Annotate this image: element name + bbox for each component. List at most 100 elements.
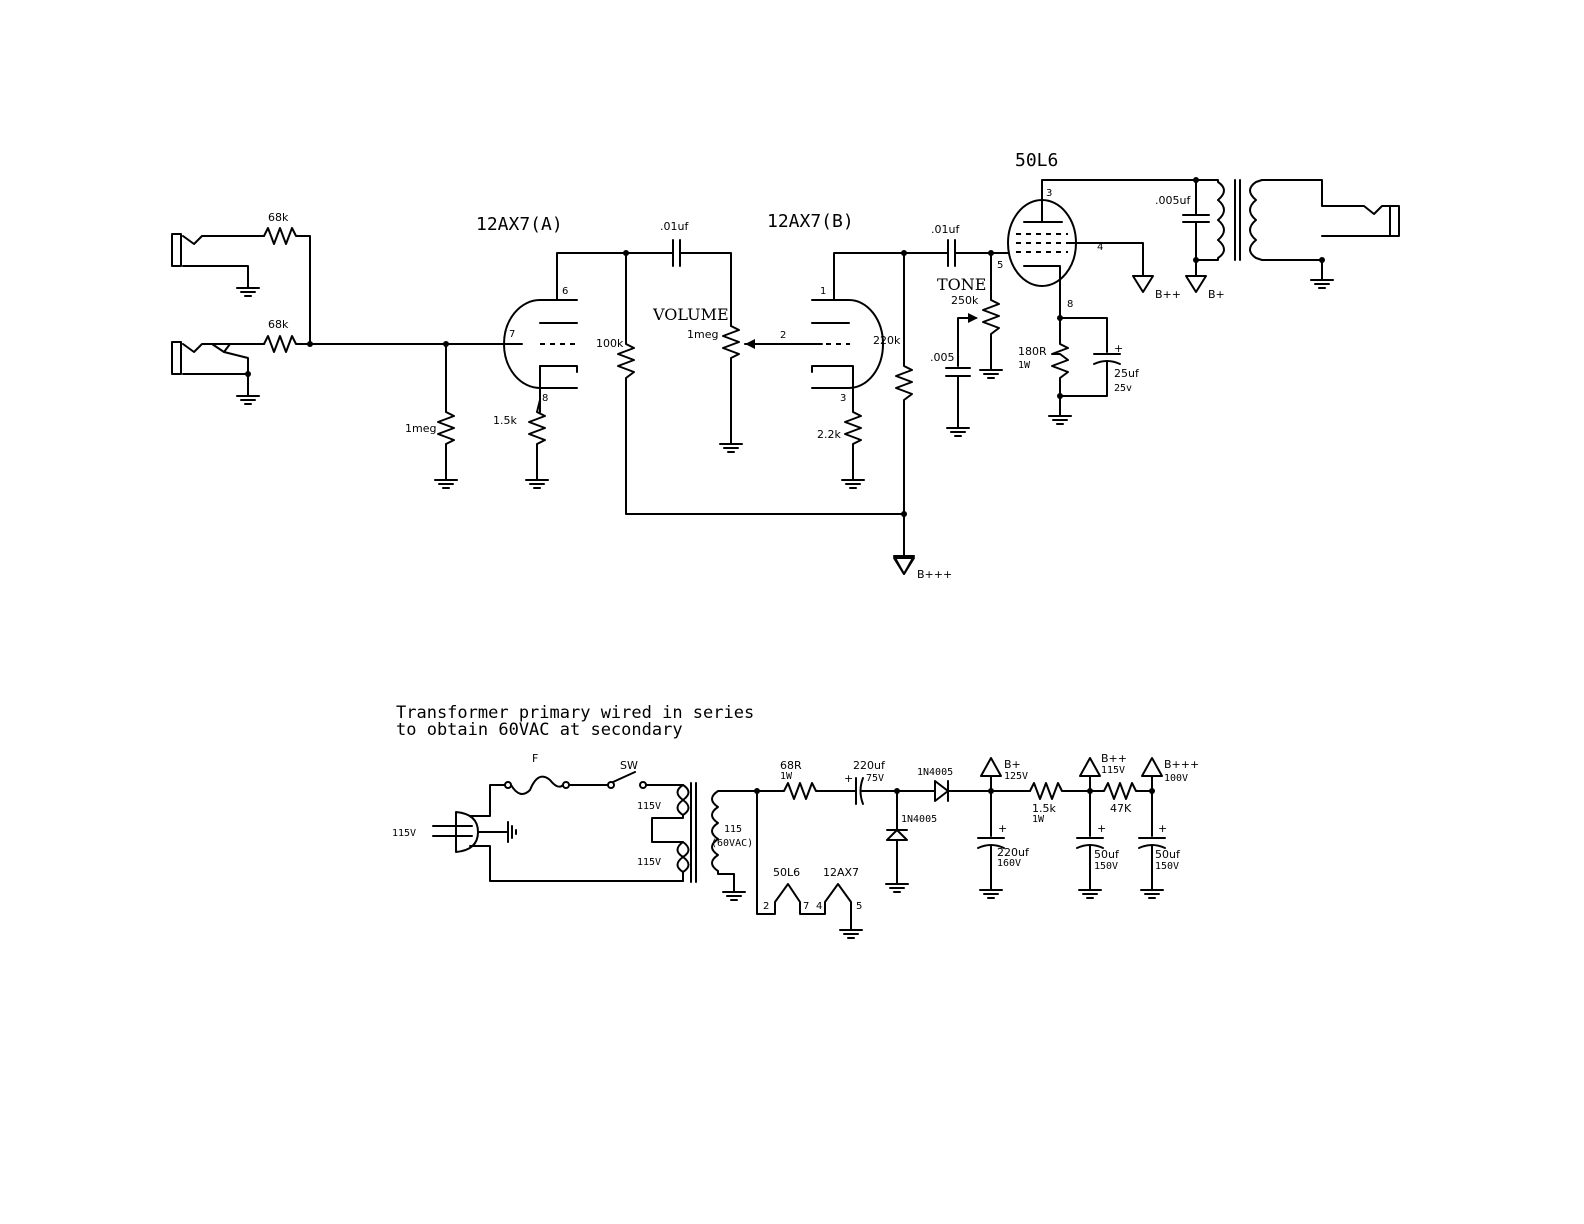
rectifier-chain: 68R 1W + 220uf 75V 1N4005 1N4005 <box>756 759 1031 893</box>
tube-label-12ax7a: 12AX7(A) <box>476 214 563 235</box>
label-diode2: 1N4005 <box>901 814 937 825</box>
note-line-2: to obtain 60VAC at secondary <box>396 720 683 740</box>
label-switch: SW <box>620 759 638 772</box>
resistor-68r <box>756 782 856 800</box>
power-transformer: 115V 115V 115 (60VAC) <box>637 782 758 901</box>
resistor-47k-ps <box>1089 782 1153 800</box>
tube-50l6: 50L6 3 4 5 8 B++ <box>997 150 1197 319</box>
label-r-in2: 68k <box>268 318 289 331</box>
pin-h2: 2 <box>763 901 769 912</box>
label-plus-c3: + <box>1158 822 1167 835</box>
label-r-ps1-w: 1W <box>780 771 793 782</box>
pin-2: 2 <box>780 330 786 341</box>
pin-8: 8 <box>542 393 548 404</box>
resistor-68k-2 <box>263 335 311 353</box>
label-bppp-v: 100V <box>1164 773 1188 784</box>
label-r-plate-a: 100k <box>596 337 624 350</box>
label-plus-cin: + <box>844 772 853 785</box>
resistor-1.5k-cathode <box>528 399 546 477</box>
label-bp-node: B+ <box>1004 758 1021 771</box>
resistor-68k-1 <box>263 227 311 345</box>
label-diode1: 1N4005 <box>917 767 953 778</box>
tube-12ax7-a: 12AX7(A) 6 7 8 1.5k <box>476 214 627 489</box>
filter-bplus: B+ 125V + 220uf 160V <box>977 757 1030 899</box>
label-bppp-node: B+++ <box>1164 758 1199 771</box>
label-c-ot: .005uf <box>1155 194 1191 207</box>
label-c-ps2-v: 150V <box>1094 861 1118 872</box>
input-jacks: 68k 68k 1meg <box>171 211 523 489</box>
pin-1: 1 <box>820 286 826 297</box>
label-c-ps3-v: 150V <box>1155 861 1179 872</box>
label-plus-c1: + <box>998 822 1007 835</box>
pin-6: 6 <box>562 286 568 297</box>
label-c-cath: 25uf <box>1114 367 1140 380</box>
label-bpp-screen: B++ <box>1155 288 1181 301</box>
filter-bplusplusplus: B+++ 100V + 50uf 150V <box>1138 757 1199 899</box>
label-c-ps3: 50uf <box>1155 848 1181 861</box>
label-bp-v: 125V <box>1004 771 1028 782</box>
filter-bplusplus: B++ 115V + 50uf 150V <box>1076 752 1127 899</box>
label-c-couple-b: .01uf <box>931 223 960 236</box>
input-jack-2 <box>171 341 265 405</box>
tube-label-50l6: 50L6 <box>1015 150 1058 171</box>
label-volume: VOLUME <box>652 305 729 324</box>
label-r-ps2-w: 1W <box>1032 814 1045 825</box>
label-heater-12ax7: 12AX7 <box>823 866 859 879</box>
label-pri1: 115V <box>637 801 661 812</box>
tone-pot: TONE 250k .005 <box>930 252 1003 437</box>
resistor-1meg-grid <box>437 343 455 477</box>
label-r-cath-a: 1.5k <box>493 414 517 427</box>
label-mains-v: 115V <box>392 828 416 839</box>
pin-h5: 5 <box>856 901 862 912</box>
label-r-in1: 68k <box>268 211 289 224</box>
capacitor-couple-a: .01uf <box>625 220 732 327</box>
pin-w5: 5 <box>997 260 1003 271</box>
label-bpp-v: 115V <box>1101 765 1125 776</box>
pin-w4: 4 <box>1097 242 1103 253</box>
output-transformer: .005uf B+ <box>1155 177 1400 301</box>
label-sec: 115 <box>724 824 742 835</box>
resistor-220k-plate <box>895 252 913 557</box>
input-jack-1 <box>171 233 265 297</box>
tube-label-12ax7b: 12AX7(B) <box>767 211 854 232</box>
label-c-ps1: 220uf <box>997 846 1030 859</box>
pin-h7: 7 <box>803 901 809 912</box>
label-tone: TONE <box>937 275 986 294</box>
label-fuse: F <box>532 752 538 765</box>
label-r-cath-b: 2.2k <box>817 428 841 441</box>
resistor-180r-cathode <box>1051 317 1069 413</box>
label-bppp-rail: B+++ <box>917 568 952 581</box>
label-r-tone: 250k <box>951 294 979 307</box>
resistor-1.5k-ps <box>1023 782 1091 800</box>
label-c-couple-a: .01uf <box>660 220 689 233</box>
label-c-ps1-v: 160V <box>997 858 1021 869</box>
pin-7: 7 <box>509 329 515 340</box>
label-bpp-node: B++ <box>1101 752 1127 765</box>
volume-pot: VOLUME 1meg <box>652 305 823 453</box>
pin-w3: 3 <box>1046 188 1052 199</box>
fuse: F <box>504 752 609 795</box>
label-r-cath-pwr: 180R <box>1018 345 1047 358</box>
label-r-grid: 1meg <box>405 422 436 435</box>
label-c-cath-v: 25v <box>1114 383 1132 394</box>
label-plus-c2: + <box>1097 822 1106 835</box>
label-c-tone: .005 <box>930 351 955 364</box>
pin-3: 3 <box>840 393 846 404</box>
label-pri2: 115V <box>637 857 661 868</box>
label-c-ps-in-v: 75V <box>866 773 884 784</box>
resistor-2.2k-cathode <box>844 365 862 477</box>
power-switch: SW <box>607 759 684 789</box>
label-r-vol: 1meg <box>687 328 718 341</box>
heater-string: 50L6 12AX7 2 7 4 5 <box>754 788 863 939</box>
label-heater-50l6: 50L6 <box>773 866 800 879</box>
label-bp-ot: B+ <box>1208 288 1225 301</box>
label-r-ps3: 47K <box>1110 802 1132 815</box>
pin-h4: 4 <box>816 901 822 912</box>
resistor-100k-plate <box>617 252 905 515</box>
note-line-1: Transformer primary wired in series <box>396 703 754 723</box>
mains-plug: 115V <box>392 784 684 882</box>
label-c-ps2: 50uf <box>1094 848 1120 861</box>
label-plus-cath: + <box>1114 342 1123 355</box>
tube-12ax7-b: 12AX7(B) 1 2 3 2.2k <box>767 211 905 489</box>
